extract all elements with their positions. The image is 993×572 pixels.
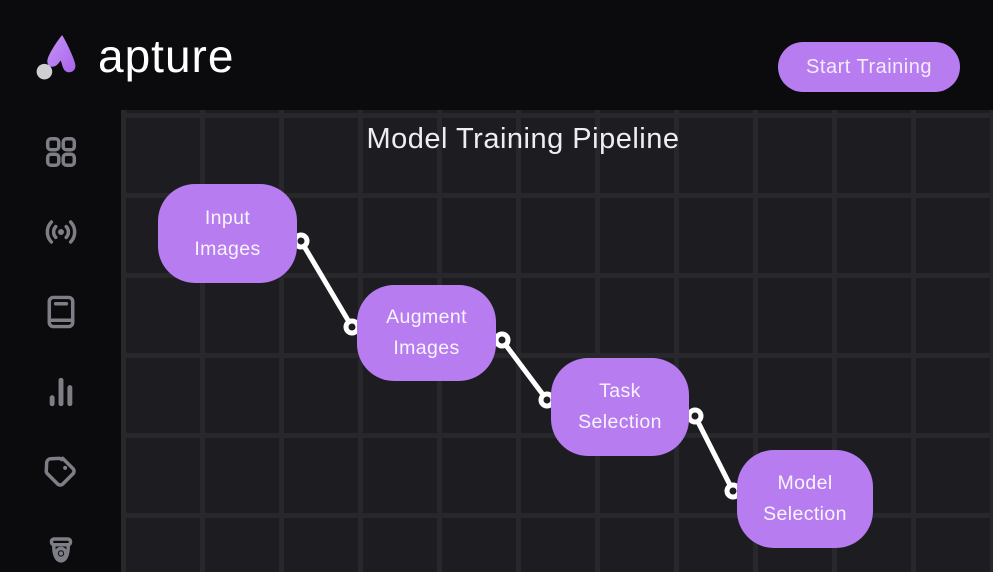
node-label-line: Images xyxy=(194,237,261,260)
sidebar-item-camera[interactable] xyxy=(41,532,81,572)
canvas-title: Model Training Pipeline xyxy=(366,123,680,155)
broadcast-icon xyxy=(45,220,76,244)
header: apture Start Training xyxy=(0,0,993,110)
connector-out-task-selection[interactable] xyxy=(686,407,704,425)
dome-camera-icon xyxy=(49,537,72,563)
brand-name: apture xyxy=(98,30,235,82)
edge-augment-to-task xyxy=(499,337,550,403)
node-task-selection[interactable]: Task Selection xyxy=(551,358,689,456)
node-label-line: Images xyxy=(393,337,460,359)
tag-icon xyxy=(44,456,76,487)
grid-icon xyxy=(45,136,76,168)
node-label-line: Task xyxy=(599,380,641,402)
connector-out-augment-images[interactable] xyxy=(493,331,511,349)
node-augment-images[interactable]: Augment Images xyxy=(357,285,496,381)
sidebar-item-dashboard[interactable] xyxy=(41,132,81,172)
logo-dot xyxy=(36,63,53,80)
node-model-selection[interactable]: Model Selection xyxy=(737,450,873,548)
sidebar-item-notebook[interactable] xyxy=(41,292,81,332)
pipeline-canvas[interactable]: Model Training Pipeline Input Images Aug… xyxy=(121,110,993,572)
book-icon xyxy=(47,295,74,329)
sidebar-item-labels[interactable] xyxy=(41,452,81,492)
start-training-button[interactable]: Start Training xyxy=(778,42,960,92)
bar-chart-icon xyxy=(49,377,72,407)
node-label-line: Model xyxy=(777,472,833,494)
brand-logo[interactable]: apture xyxy=(34,30,234,82)
node-label-line: Input xyxy=(204,206,251,229)
sidebar-item-analytics[interactable] xyxy=(41,372,81,412)
edge-task-to-model xyxy=(692,413,736,494)
node-label-line: Selection xyxy=(578,411,662,433)
node-label-line: Selection xyxy=(763,503,847,525)
edge-input-to-augment xyxy=(298,238,355,330)
apture-logo-icon xyxy=(36,35,76,80)
node-label-line: Augment xyxy=(386,306,467,328)
sidebar-item-broadcast[interactable] xyxy=(41,212,81,252)
sidebar xyxy=(0,110,121,572)
node-input-images[interactable]: Input Images xyxy=(158,184,297,283)
